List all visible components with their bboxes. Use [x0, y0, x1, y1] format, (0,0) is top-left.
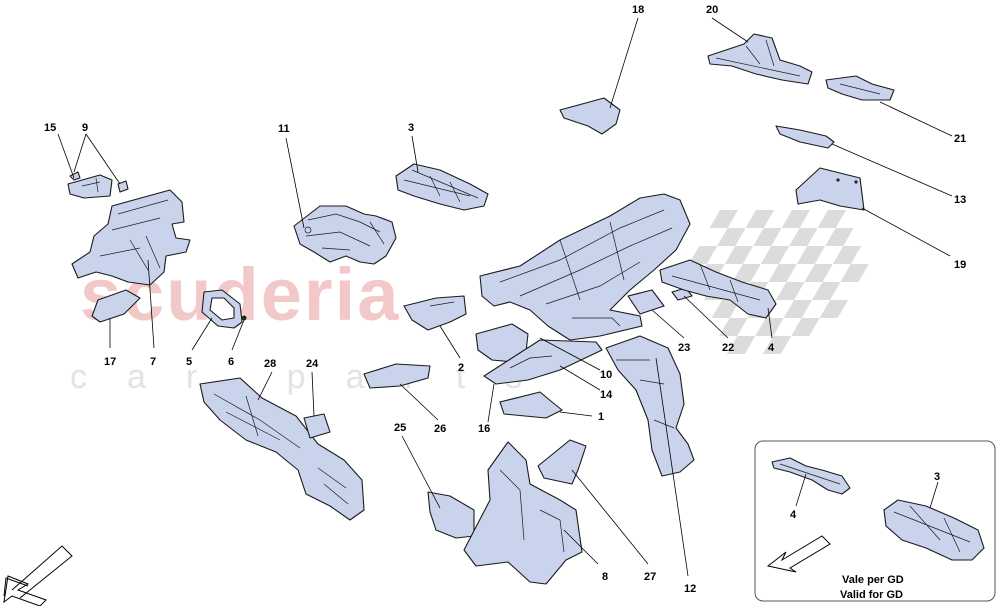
callout-4: 4 [768, 342, 775, 354]
part-15-bracket [67, 174, 113, 199]
watermark-sub: car parts [70, 358, 562, 396]
part-27-pad [537, 439, 587, 485]
part-6-plug [241, 315, 247, 321]
part-25-pad [427, 491, 475, 539]
part-11-insulation [293, 205, 397, 265]
part-7-insulation-bracket [71, 189, 191, 286]
part-19-plate [795, 167, 865, 211]
part-2-insulation [403, 295, 467, 331]
callout-4-inset: 4 [790, 509, 797, 521]
inset-note-it: Vale per GD [842, 574, 904, 586]
inset-direction-arrow-icon [766, 535, 831, 573]
direction-arrow-icon [3, 545, 73, 606]
part-20-bracket [707, 33, 813, 85]
callout-25: 25 [394, 422, 406, 434]
callout-5: 5 [186, 356, 192, 368]
callout-7: 7 [150, 356, 156, 368]
callout-2: 2 [458, 362, 464, 374]
part-23-pad [627, 289, 665, 315]
part-14-floor-panel [475, 323, 603, 385]
callout-18: 18 [632, 4, 644, 16]
leader-lines [57, 17, 953, 577]
part-26-pad [363, 363, 431, 389]
callout-22: 22 [722, 342, 734, 354]
callout-9: 9 [82, 122, 88, 134]
callout-6: 6 [228, 356, 234, 368]
callout-16: 16 [478, 423, 490, 435]
part-17-pad [91, 289, 141, 323]
callout-21: 21 [954, 133, 966, 145]
part-9-clips [69, 171, 129, 193]
callout-20: 20 [706, 4, 718, 16]
callout-26: 26 [434, 423, 446, 435]
callout-15: 15 [44, 122, 56, 134]
callout-27: 27 [644, 571, 656, 583]
part-21-bracket [825, 75, 895, 101]
callout-3: 3 [408, 122, 414, 134]
callout-12: 12 [684, 583, 696, 595]
callout-labels: 15 9 17 7 5 6 11 3 18 20 21 13 19 4 22 2… [44, 4, 966, 595]
part-28-rear-insulation [199, 377, 365, 521]
inset-note-en: Valid for GD [840, 589, 903, 601]
callout-13: 13 [954, 194, 966, 206]
part-tunnel-main-insulation [479, 193, 691, 341]
inset-gd-variant: 4 3 Vale per GD Valid for GD [754, 440, 996, 602]
callout-17: 17 [104, 356, 116, 368]
part-24-pad [303, 413, 331, 439]
callout-14: 14 [600, 389, 613, 401]
part-3-tunnel-insulation [395, 163, 489, 211]
callout-19: 19 [954, 259, 966, 271]
part-12-side-insulation [605, 335, 695, 477]
callout-28: 28 [264, 358, 276, 370]
callout-8: 8 [602, 571, 608, 583]
part-8-insulation [463, 441, 583, 585]
callout-10: 10 [600, 369, 612, 381]
part-1-pad [499, 391, 563, 419]
callout-1: 1 [598, 411, 604, 423]
part-4-bracket [659, 259, 777, 319]
callout-24: 24 [306, 358, 319, 370]
callout-11: 11 [278, 123, 290, 135]
callout-3-inset: 3 [934, 471, 940, 483]
part-18-panel [559, 97, 621, 135]
callout-23: 23 [678, 342, 690, 354]
part-13-strip [775, 125, 835, 149]
